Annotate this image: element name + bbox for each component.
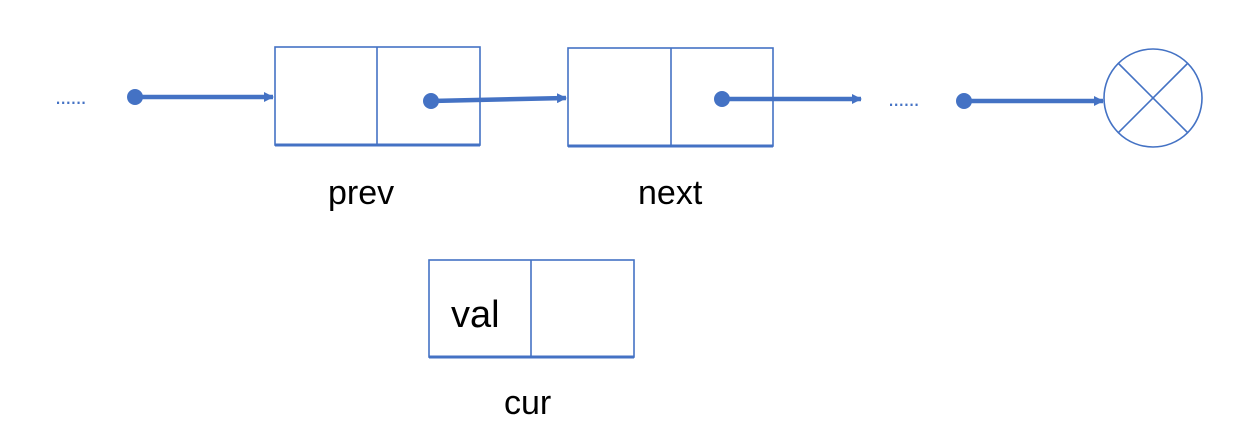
prev-node (274, 46, 481, 147)
prev-next-pointer-arrow (430, 93, 567, 104)
null-x-line-2 (1117, 62, 1189, 134)
pointer-to-null (956, 93, 1104, 109)
next-label: next (638, 174, 703, 212)
null-circle (1103, 48, 1203, 148)
cur-label: cur (504, 384, 552, 422)
pointer-to-prev (127, 89, 274, 105)
prev-next-pointer (423, 93, 567, 109)
circle-x-icon (1103, 48, 1203, 148)
next-next-pointer (714, 91, 862, 107)
prev-label: prev (328, 174, 395, 212)
ellipsis-left: ...... (55, 84, 87, 109)
ellipsis-middle: ...... (888, 86, 920, 111)
cur-node (428, 259, 635, 359)
cur-val-text: val (451, 294, 500, 336)
